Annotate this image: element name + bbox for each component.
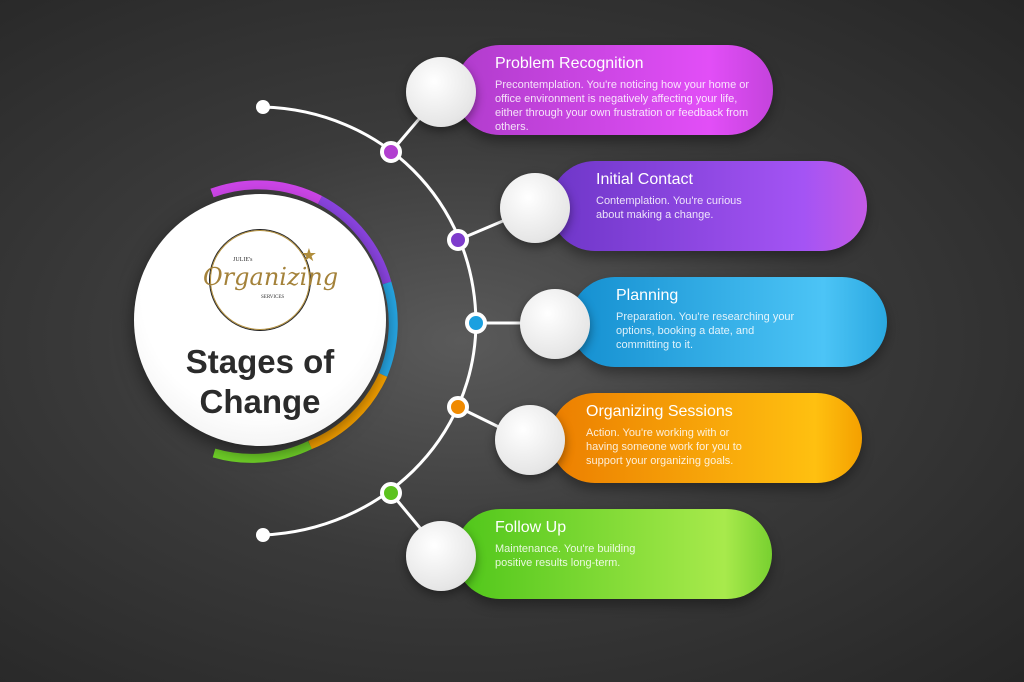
stage-title: Problem Recognition xyxy=(495,55,644,72)
stage-title: Follow Up xyxy=(495,519,567,536)
title-line-1: Stages of xyxy=(185,343,335,380)
stage-description: Action. You're working with or having so… xyxy=(586,427,742,467)
stage-problem-recognition: Problem Recognition Precontemplation. Yo… xyxy=(455,45,773,135)
stage-organizing-sessions: Organizing Sessions Action. You're worki… xyxy=(550,393,862,483)
center-circle: JULIE's Organizing SERVICES ★ Stages of … xyxy=(134,194,386,446)
stage-description: Contemplation. You're curious about maki… xyxy=(596,195,742,221)
stage-description: Preparation. You're researching your opt… xyxy=(616,311,795,351)
stage-bubble xyxy=(406,521,476,591)
stage-title: Planning xyxy=(616,287,679,304)
stage-description: Precontemplation. You're noticing how yo… xyxy=(495,79,750,133)
stage-title: Organizing Sessions xyxy=(586,403,733,420)
stage-follow-up: Follow Up Maintenance. You're building p… xyxy=(455,509,772,599)
stage-title: Initial Contact xyxy=(596,171,693,188)
endpoint-top xyxy=(256,100,270,114)
stage-description: Maintenance. You're building positive re… xyxy=(495,543,636,569)
stage-planning: Planning Preparation. You're researching… xyxy=(570,277,887,367)
logo-text-top: JULIE's xyxy=(233,257,253,263)
stage-bubble xyxy=(520,289,590,359)
logo-text-main: Organizing xyxy=(203,263,339,291)
stage-bubble xyxy=(406,57,476,127)
company-logo: JULIE's Organizing SERVICES ★ xyxy=(203,230,338,330)
page-title: Stages of Change xyxy=(134,342,386,422)
star-icon: ★ xyxy=(300,245,317,265)
endpoint-bottom xyxy=(256,528,270,542)
stage-initial-contact: Initial Contact Contemplation. You're cu… xyxy=(550,161,867,251)
stage-bubble xyxy=(495,405,565,475)
title-line-2: Change xyxy=(199,383,321,420)
stage-bubble xyxy=(500,173,570,243)
logo-text-bottom: SERVICES xyxy=(261,295,285,300)
